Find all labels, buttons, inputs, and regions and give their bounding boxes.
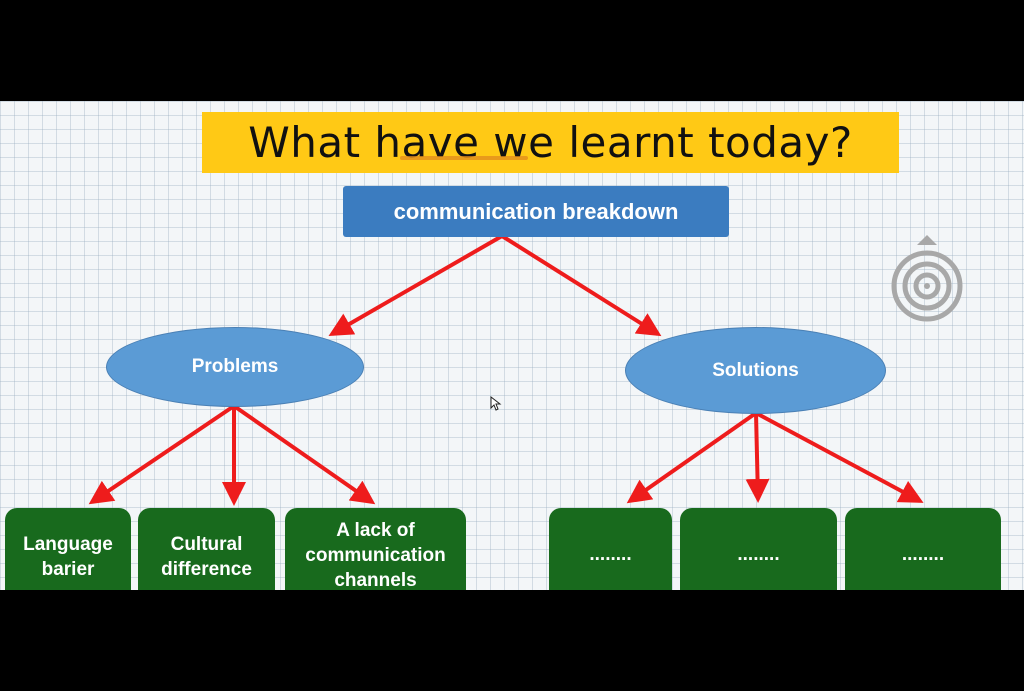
slide: What have we learnt today? communication… (0, 101, 1024, 590)
problems-node: Problems (106, 327, 364, 407)
arrow-root-to-solutions (500, 234, 662, 337)
arrow-solutions-to-2 (745, 412, 770, 503)
leaf-lack-of-channels: A lack of communication channels (285, 508, 466, 590)
arrow-root-to-problems (328, 234, 503, 336)
leaf-solution-2: ........ (680, 508, 837, 590)
solutions-node: Solutions (625, 327, 886, 414)
page-title: What have we learnt today? (248, 118, 853, 167)
arrow-solutions-to-3 (755, 411, 924, 503)
title-banner: What have we learnt today? (202, 112, 899, 173)
connector-arrows (88, 234, 924, 506)
root-node: communication breakdown (343, 186, 729, 237)
handwritten-underline (400, 156, 528, 160)
target-icon[interactable] (888, 233, 966, 325)
arrow-solutions-to-1 (626, 411, 758, 504)
cursor-icon (490, 396, 502, 411)
arrow-problems-to-lack (232, 404, 376, 505)
arrow-problems-to-language (88, 404, 236, 505)
leaf-solution-1: ........ (549, 508, 672, 590)
leaf-language-barier: Language barier (5, 508, 131, 590)
leaf-cultural-difference: Cultural difference (138, 508, 275, 590)
leaf-solution-3: ........ (845, 508, 1001, 590)
